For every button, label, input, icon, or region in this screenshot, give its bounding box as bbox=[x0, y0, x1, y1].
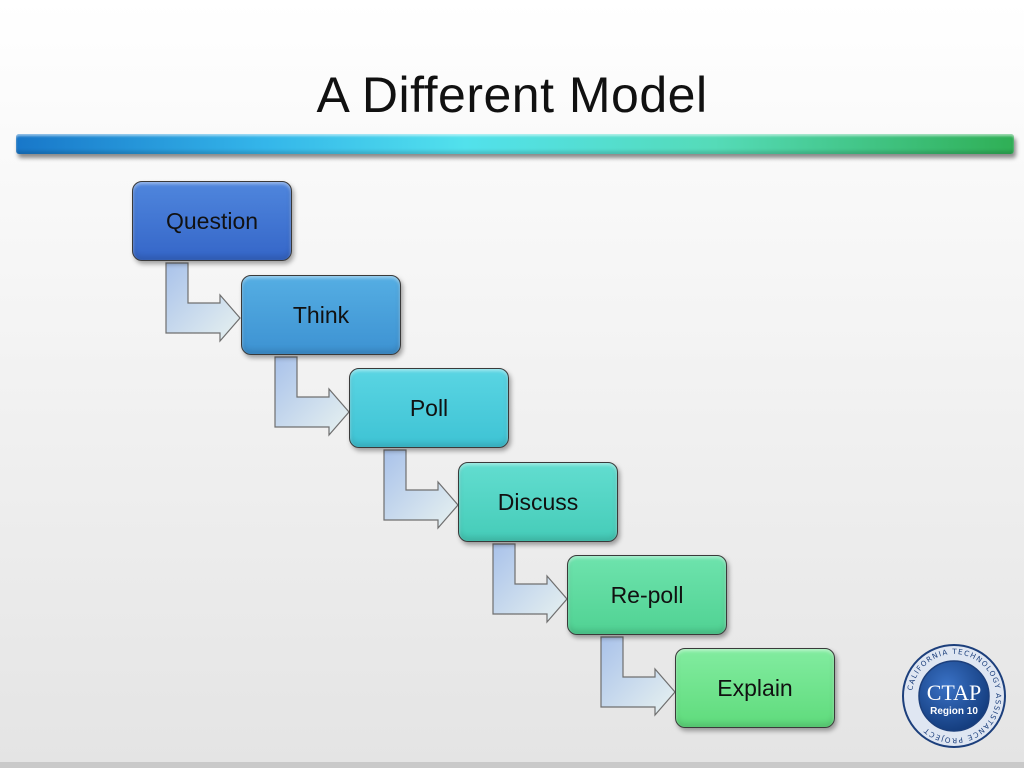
step-repoll: Re-poll bbox=[567, 555, 727, 635]
step-discuss: Discuss bbox=[458, 462, 618, 542]
connector-arrow-3 bbox=[383, 449, 459, 530]
connector-arrow-4 bbox=[492, 543, 568, 624]
logo-subtitle: Region 10 bbox=[930, 706, 978, 717]
connector-arrow-5 bbox=[600, 636, 676, 717]
step-question: Question bbox=[132, 181, 292, 261]
ctap-logo: CALIFORNIA TECHNOLOGY ASSISTANCE PROJECT… bbox=[902, 644, 1006, 748]
logo-name: CTAP bbox=[927, 680, 981, 705]
step-explain: Explain bbox=[675, 648, 835, 728]
step-think: Think bbox=[241, 275, 401, 355]
step-poll: Poll bbox=[349, 368, 509, 448]
title-divider-bar bbox=[16, 134, 1014, 154]
connector-arrow-2 bbox=[274, 356, 350, 437]
footer-bar bbox=[0, 762, 1024, 768]
slide-title: A Different Model bbox=[316, 67, 708, 123]
connector-arrow-1 bbox=[165, 262, 241, 343]
